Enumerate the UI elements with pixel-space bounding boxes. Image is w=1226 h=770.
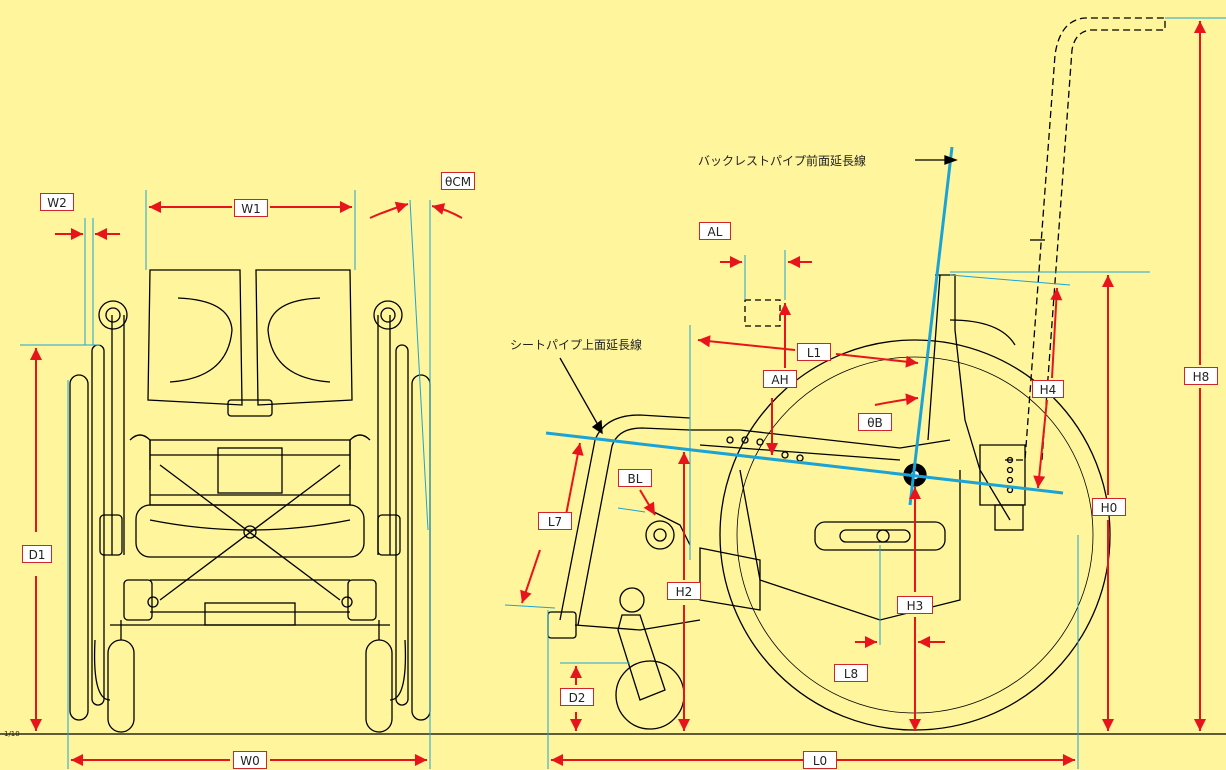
label-BL: BL — [618, 469, 652, 487]
label-W1: W1 — [234, 199, 268, 217]
label-H4: H4 — [1032, 380, 1064, 398]
label-theta-B: θB — [858, 413, 892, 431]
callout-arrows — [559, 155, 958, 435]
label-D2: D2 — [560, 688, 594, 706]
label-H8: H8 — [1184, 367, 1218, 385]
label-H2: H2 — [667, 582, 701, 600]
label-W0: W0 — [233, 751, 267, 769]
label-AL: AL — [699, 222, 731, 240]
scale-note: 1/10 — [4, 730, 20, 738]
backrest-extension-note: バックレストパイプ前面延長線 — [698, 154, 867, 168]
label-D1: D1 — [22, 545, 52, 563]
seat-extension-note: シートパイプ上面延長線 — [510, 338, 643, 352]
side-view-wheelchair — [547, 17, 1166, 731]
label-AH: AH — [763, 370, 797, 388]
front-view-wheelchair — [69, 269, 431, 733]
extension-lines — [545, 146, 1064, 506]
label-H3: H3 — [897, 596, 933, 614]
label-W2: W2 — [40, 193, 74, 211]
label-L1: L1 — [797, 343, 831, 361]
label-theta-CM: θCM — [441, 172, 475, 190]
label-L7: L7 — [538, 512, 572, 530]
label-L8: L8 — [834, 664, 868, 682]
side-view-dimension-arrows — [520, 21, 1206, 766]
label-H0: H0 — [1092, 498, 1126, 516]
front-view-guide-lines — [20, 190, 431, 769]
label-L0: L0 — [803, 751, 837, 769]
front-view-dimension-arrows — [30, 201, 463, 766]
side-view-guide-lines — [504, 17, 1226, 769]
